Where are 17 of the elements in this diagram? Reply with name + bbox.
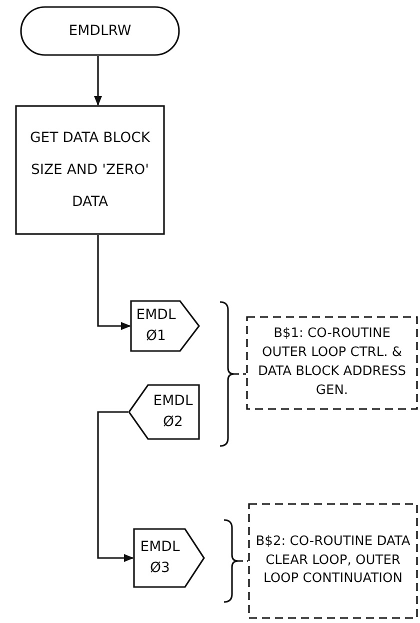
- annotation-box: [246, 316, 418, 410]
- terminator-shape: [20, 6, 180, 56]
- process-box: [15, 105, 165, 235]
- node-label: GET DATA BLOCK SIZE AND 'ZERO' DATA: [28, 128, 152, 212]
- arrow: [97, 411, 134, 562]
- offpage-connector: [130, 300, 200, 352]
- node-label: EMDL Ø1: [135, 306, 177, 346]
- node-label: EMDLRW: [68, 22, 132, 40]
- annotation-box: [248, 503, 418, 619]
- node-label: EMDL Ø3: [139, 538, 181, 578]
- offpage-connector: [133, 528, 205, 588]
- node-label: EMDL Ø2: [152, 392, 194, 432]
- annotation-text: B$2: CO-ROUTINE DATA CLEAR LOOP, OUTER LOOP CONTINUATION: [254, 532, 412, 588]
- arrow: [97, 235, 131, 330]
- offpage-connector: [128, 384, 200, 440]
- annotation-text: B$1: CO-ROUTINE OUTER LOOP CTRL. & DATA BLOCK ADDRESS GEN.: [257, 325, 407, 400]
- arrow: [94, 56, 102, 106]
